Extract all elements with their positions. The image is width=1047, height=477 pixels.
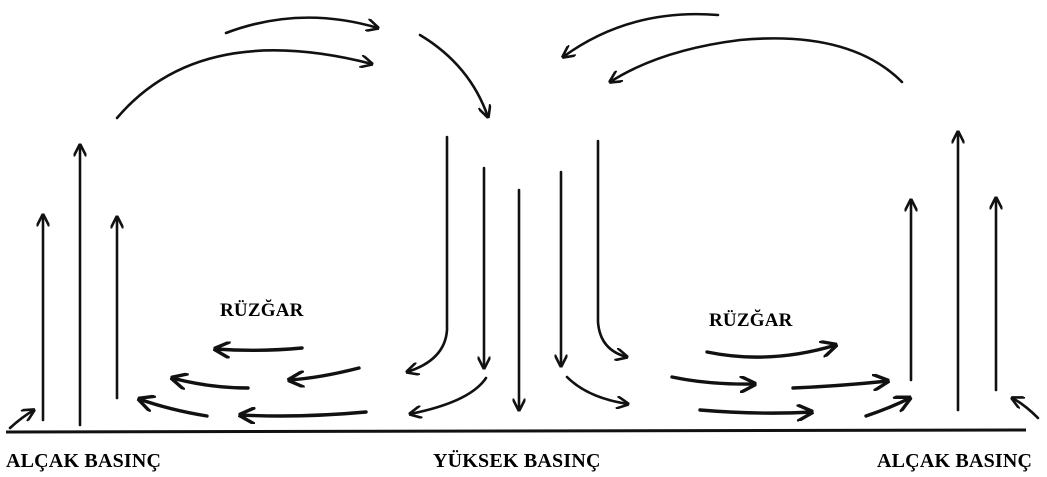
upper-arrow bbox=[563, 12, 720, 57]
low-pressure-label-left: ALÇAK BASINÇ bbox=[6, 450, 162, 472]
ground-line bbox=[5, 428, 1027, 434]
descending-arrows bbox=[407, 135, 628, 414]
upper-arrow bbox=[115, 49, 372, 120]
wind-arrow bbox=[139, 399, 209, 418]
upper-arrow bbox=[224, 16, 378, 35]
descending-arrow bbox=[407, 135, 449, 372]
surface-wind-left bbox=[139, 348, 368, 418]
wind-arrow bbox=[240, 412, 368, 416]
wind-label-left: RÜZĞAR bbox=[220, 300, 304, 321]
wind-arrow bbox=[670, 375, 755, 384]
left-rising-arrows bbox=[8, 143, 117, 430]
wind-arrow bbox=[172, 378, 250, 388]
upper-arrow bbox=[418, 33, 488, 117]
surface-wind-right bbox=[670, 345, 910, 418]
upper-flow-left bbox=[115, 16, 488, 120]
descending-arrow bbox=[596, 139, 627, 357]
wind-arrow bbox=[289, 366, 361, 380]
wind-arrow bbox=[215, 348, 304, 350]
upper-flow-right bbox=[563, 12, 904, 82]
inflow-arrow bbox=[1012, 398, 1040, 420]
wind-label-right: RÜZĞAR bbox=[709, 310, 793, 331]
high-pressure-label: YÜKSEK BASINÇ bbox=[433, 450, 601, 472]
upper-arrow bbox=[610, 37, 904, 82]
wind-arrow bbox=[864, 398, 910, 418]
wind-arrow bbox=[791, 381, 888, 388]
inflow-arrow bbox=[8, 410, 34, 430]
wind-arrow bbox=[705, 345, 836, 359]
outflow-arrow bbox=[410, 376, 488, 414]
low-pressure-label-right: ALÇAK BASINÇ bbox=[877, 450, 1033, 472]
right-rising-arrows bbox=[911, 130, 1040, 420]
wind-arrow bbox=[698, 410, 812, 413]
outflow-arrow bbox=[565, 375, 628, 404]
